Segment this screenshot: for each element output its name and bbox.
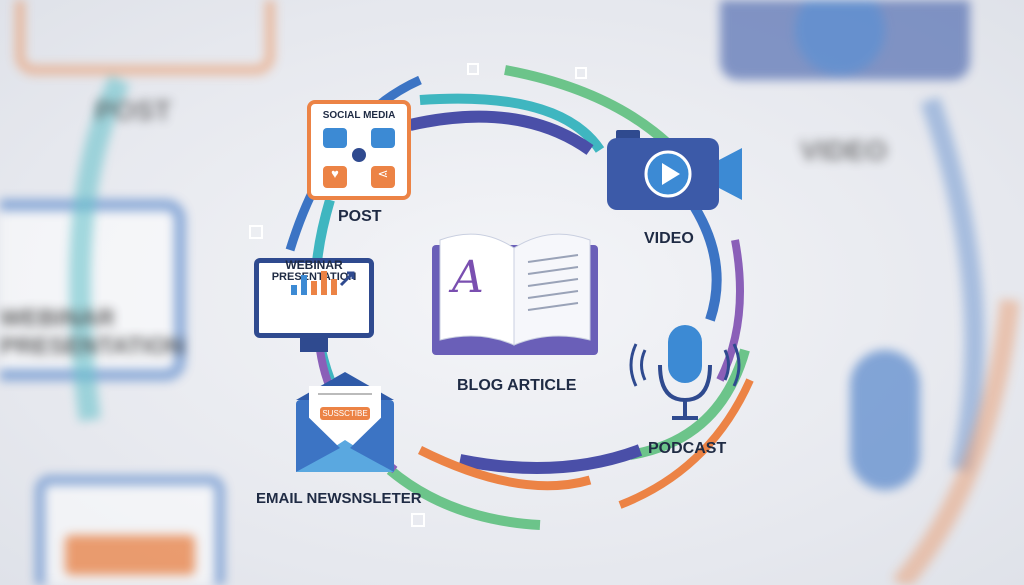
email-newsletter-label: EMAIL NEWSNSLETER — [256, 490, 422, 507]
blog-article-label: BLOG ARTICLE — [457, 377, 577, 394]
subscribe-button[interactable]: SUSSCTIBE — [320, 407, 370, 420]
monitor-stand — [300, 338, 328, 352]
bar-chart-icon — [291, 271, 355, 295]
book-letter: A — [452, 252, 484, 303]
social-media-card: SOCIAL MEDIA ♥ ⋖ — [307, 100, 411, 200]
webinar-monitor: WEBINAR PRESENTATION — [254, 258, 374, 338]
bg-video-label: VIDEO — [800, 135, 888, 166]
bg-webinar-label: WEBINAR PRESENTATION — [0, 305, 185, 360]
podcast-label: PODCAST — [648, 440, 727, 457]
message-icon — [371, 128, 395, 148]
share-icon: ⋖ — [371, 166, 395, 188]
chat-icon — [323, 128, 347, 148]
social-media-title: SOCIAL MEDIA — [322, 110, 396, 121]
post-label: POST — [338, 208, 382, 225]
video-label: VIDEO — [644, 230, 694, 247]
webinar-title: WEBINAR — [285, 258, 343, 272]
bg-post-label: POST — [95, 95, 172, 126]
heart-icon: ♥ — [323, 166, 347, 188]
play-icon — [352, 148, 366, 162]
